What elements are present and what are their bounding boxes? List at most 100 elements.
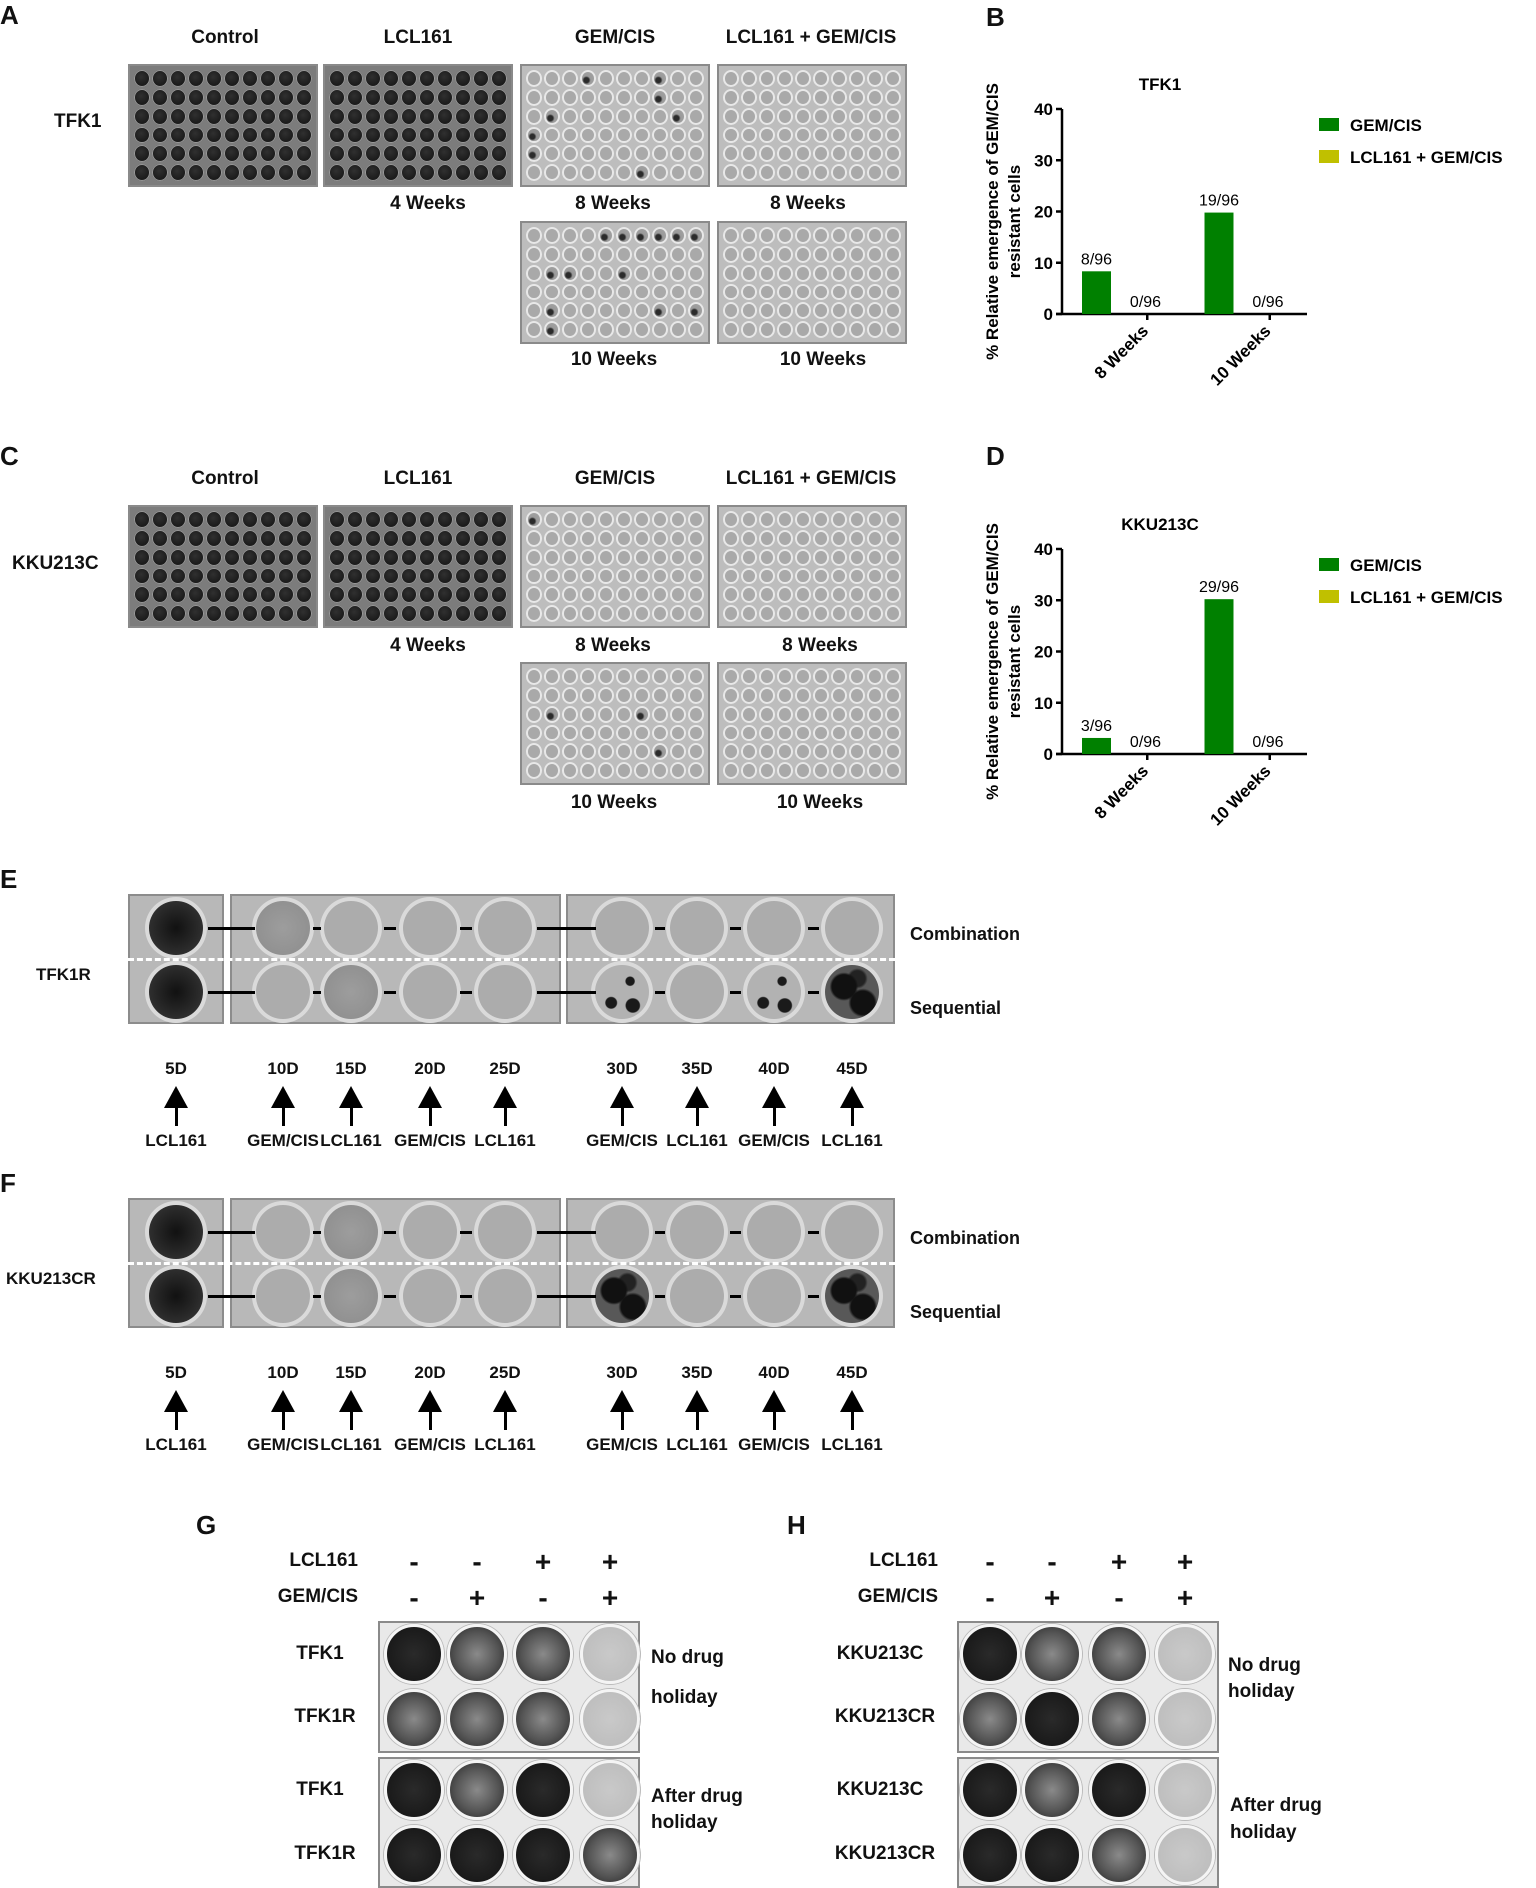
well — [795, 302, 811, 320]
well — [616, 668, 632, 685]
panel-letter-e: E — [0, 864, 18, 894]
column-header-lcl161: LCL161 — [383, 27, 453, 48]
well — [849, 705, 865, 723]
well — [562, 283, 578, 301]
well — [152, 164, 168, 181]
y-tick-label: 20 — [1034, 643, 1053, 662]
well — [152, 126, 168, 144]
well — [580, 511, 596, 528]
bar-value-label: 3/96 — [1081, 718, 1112, 735]
well — [831, 686, 847, 704]
culture-well — [145, 897, 207, 959]
well — [329, 529, 345, 547]
well — [670, 264, 686, 282]
x-tick-label: 10 Weeks — [1207, 761, 1275, 829]
well — [652, 743, 668, 761]
well — [885, 283, 901, 301]
well — [383, 548, 399, 566]
well — [598, 145, 614, 163]
well — [206, 605, 222, 622]
well — [831, 88, 847, 106]
condition-label: After drug — [651, 1786, 743, 1807]
well — [813, 164, 829, 181]
day-label: 35D — [681, 1363, 713, 1382]
well — [723, 743, 739, 761]
well — [741, 264, 757, 282]
well — [688, 145, 704, 163]
well — [224, 605, 240, 622]
well — [580, 164, 596, 181]
well — [741, 686, 757, 704]
well — [867, 605, 883, 622]
well — [383, 511, 399, 528]
well — [741, 586, 757, 604]
well — [831, 264, 847, 282]
legend-label: LCL161 + GEM/CIS — [1350, 148, 1503, 167]
well — [598, 245, 614, 263]
well — [455, 126, 471, 144]
bar-value-label: 29/96 — [1199, 579, 1239, 596]
well — [242, 107, 258, 125]
culture-well — [399, 1265, 461, 1327]
well — [329, 586, 345, 604]
well — [278, 126, 294, 144]
well — [670, 705, 686, 723]
culture-well — [399, 1201, 461, 1263]
connector-line — [384, 991, 396, 994]
well — [544, 321, 560, 338]
well — [670, 321, 686, 338]
well — [526, 264, 542, 282]
culture-well — [591, 897, 653, 959]
well — [152, 586, 168, 604]
well — [383, 126, 399, 144]
row-label-combination: Combination — [910, 1228, 1020, 1248]
well — [885, 88, 901, 106]
well — [562, 743, 578, 761]
well — [598, 264, 614, 282]
well — [242, 567, 258, 585]
well — [795, 321, 811, 338]
column-header-gemcis: GEM/CIS — [574, 468, 656, 489]
legend-swatch — [1319, 118, 1339, 131]
well — [580, 686, 596, 704]
well — [723, 126, 739, 144]
well — [206, 88, 222, 106]
well — [634, 724, 650, 742]
well — [598, 302, 614, 320]
well — [526, 567, 542, 585]
x-tick-label: 10 Weeks — [1207, 321, 1275, 389]
culture-well — [821, 897, 883, 959]
culture-well — [320, 897, 382, 959]
treatment-label: LCL161 — [666, 1435, 728, 1454]
well — [580, 264, 596, 282]
well — [170, 586, 186, 604]
well — [562, 668, 578, 685]
culture-well — [384, 1825, 444, 1885]
well — [634, 586, 650, 604]
treatment-label: LCL161 — [474, 1435, 536, 1454]
chart-title: TFK1 — [1139, 75, 1182, 94]
well — [867, 70, 883, 87]
well — [795, 686, 811, 704]
well — [723, 283, 739, 301]
well — [885, 548, 901, 566]
culture-well — [145, 1265, 207, 1327]
well — [347, 605, 363, 622]
well — [562, 70, 578, 87]
well — [134, 567, 150, 585]
well — [688, 264, 704, 282]
well — [437, 164, 453, 181]
well — [491, 145, 507, 163]
well — [688, 302, 704, 320]
well — [242, 511, 258, 528]
culture-well — [474, 1201, 536, 1263]
well — [777, 107, 793, 125]
well — [885, 264, 901, 282]
culture-well — [821, 1265, 883, 1327]
treatment-label: GEM/CIS — [738, 1435, 810, 1454]
well — [795, 227, 811, 244]
well — [152, 511, 168, 528]
culture-well — [474, 961, 536, 1023]
culture-well — [447, 1689, 507, 1749]
